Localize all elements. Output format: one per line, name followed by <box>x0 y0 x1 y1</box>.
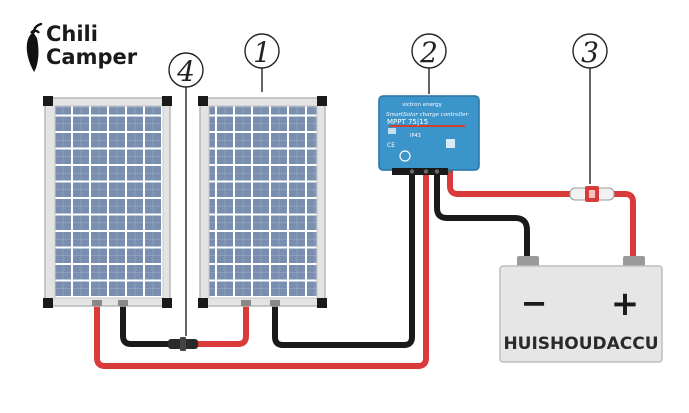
negative-wire-left-panel <box>120 302 173 347</box>
positive-wire-controller-to-battery <box>447 165 636 265</box>
chilicamper-logo: Chili Camper <box>22 22 152 78</box>
marker-4: 4 <box>168 52 204 336</box>
solar-panel-right <box>198 96 327 308</box>
marker-3-label: 3 <box>581 36 599 69</box>
solar-panel-left <box>43 96 172 308</box>
controller-model-line: SmartSolar charge controller <box>386 112 469 118</box>
marker-1: 1 <box>244 33 280 92</box>
household-battery: − + HUISHOUDACCU <box>499 256 663 363</box>
logo-line-1: Chili <box>46 22 98 46</box>
battery-minus-sign: − <box>521 284 548 322</box>
marker-2-label: 2 <box>419 36 438 69</box>
mc4-connector <box>168 337 198 351</box>
negative-wire-panels-to-controller <box>272 165 415 348</box>
battery-plus-sign: + <box>611 284 640 324</box>
marker-2: 2 <box>411 33 447 94</box>
marker-1-label: 1 <box>253 36 271 69</box>
controller-ce-mark: CE <box>387 142 395 149</box>
charge-controller: victron energy SmartSolar charge control… <box>378 95 480 175</box>
controller-brand: victron energy <box>402 102 443 108</box>
negative-wire-controller-to-battery <box>434 165 530 265</box>
marker-3: 3 <box>572 33 608 184</box>
positive-wire-panels-to-controller <box>94 165 429 369</box>
marker-4-label: 4 <box>176 55 195 88</box>
controller-model: MPPT 75|15 <box>387 118 428 126</box>
chili-pepper-icon <box>26 22 43 72</box>
inline-fuse <box>569 186 615 202</box>
controller-rating: IP43 <box>410 133 421 139</box>
positive-wire-right-panel <box>193 302 249 347</box>
battery-label: HUISHOUDACCU <box>503 334 658 354</box>
logo-line-2: Camper <box>46 45 138 69</box>
wires <box>94 165 636 369</box>
